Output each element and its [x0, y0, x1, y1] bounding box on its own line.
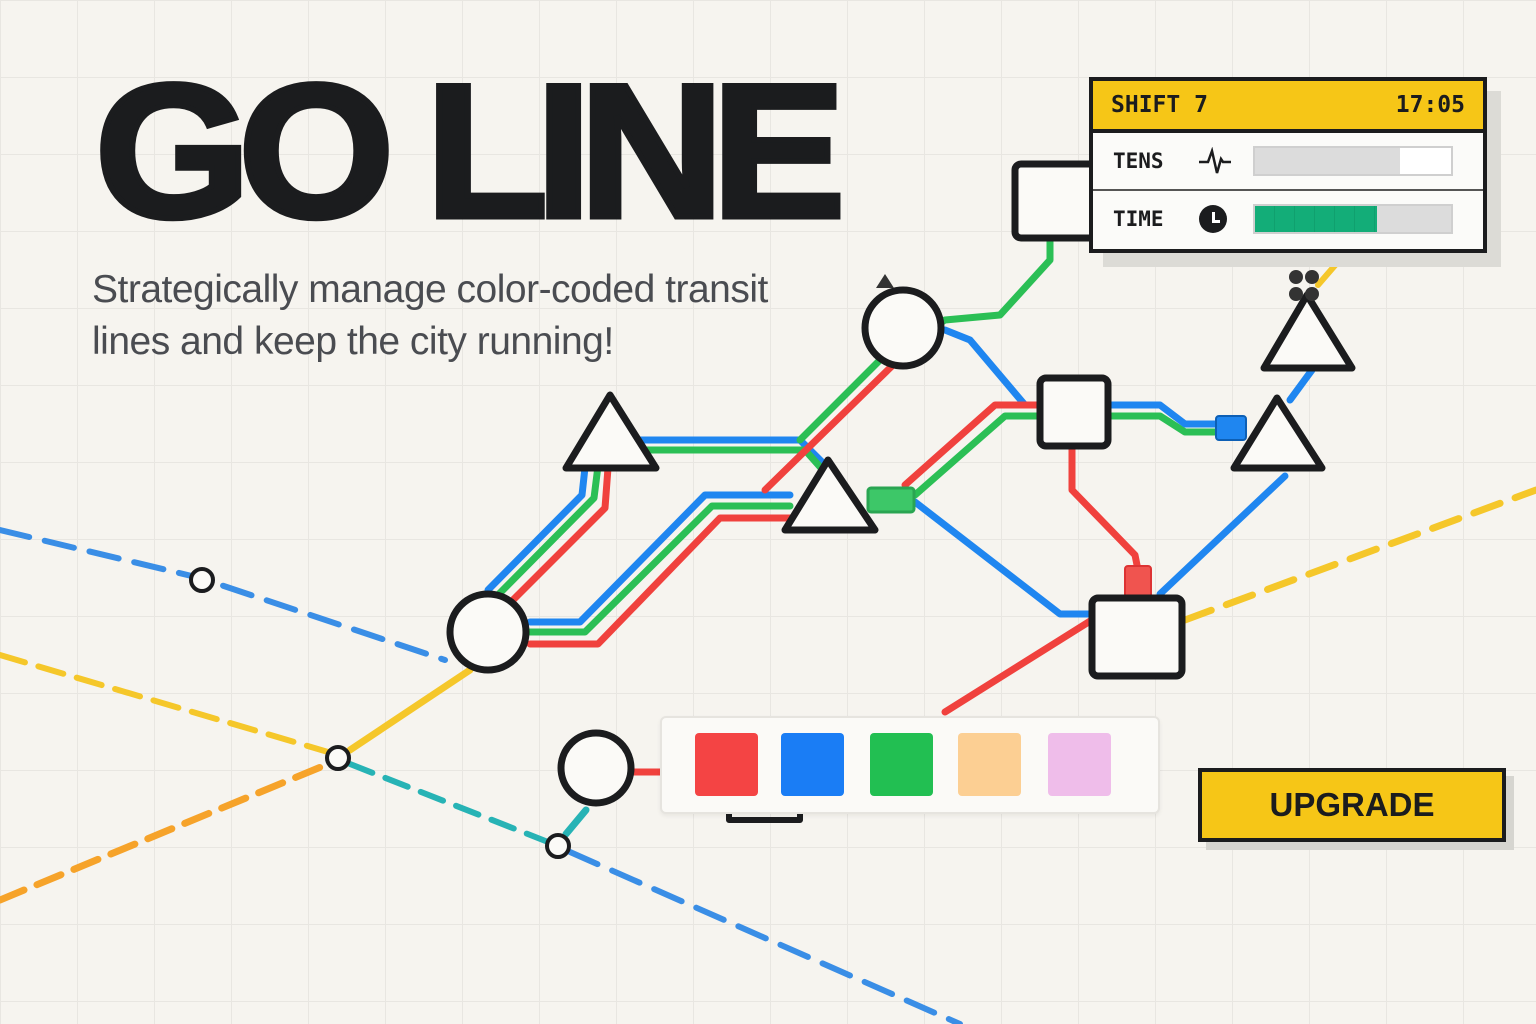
train-blue[interactable]	[1215, 415, 1247, 441]
yellow-dashed-line	[0, 652, 331, 755]
swatch-blue[interactable]	[781, 733, 844, 796]
tension-bar	[1253, 146, 1453, 176]
red-line-2	[526, 514, 794, 648]
station-square[interactable]	[1011, 160, 1099, 242]
orange-dashed-line	[0, 760, 332, 904]
station-square[interactable]	[1088, 594, 1186, 680]
passenger-icon	[1289, 287, 1303, 301]
passenger-triangle-icon	[876, 274, 894, 288]
tension-bar-fill	[1255, 148, 1401, 174]
station-circle[interactable]	[861, 286, 945, 370]
line-color-palette	[660, 716, 1160, 814]
green-line-4	[911, 412, 1229, 499]
time-row: TIME	[1093, 189, 1483, 247]
blue-dashed-line-lower	[567, 849, 963, 1024]
blue-line-3	[941, 326, 1044, 409]
green-line-2	[526, 502, 794, 636]
teal-dashed-line	[347, 761, 551, 845]
stop-small[interactable]	[325, 745, 351, 771]
train-red[interactable]	[1124, 565, 1152, 599]
station-circle[interactable]	[557, 729, 635, 807]
passenger-icon	[1305, 270, 1319, 284]
upgrade-button[interactable]: UPGRADE	[1198, 768, 1506, 842]
blue-line-2	[526, 491, 794, 626]
time-bar	[1253, 204, 1453, 234]
teal-line	[562, 806, 590, 838]
swatch-orange-locked[interactable]	[958, 733, 1021, 796]
tension-row: TENS	[1093, 133, 1483, 189]
station-triangle[interactable]	[781, 456, 879, 534]
hud-header: SHIFT 7 17:05	[1093, 81, 1483, 133]
clock-readout: 17:05	[1395, 92, 1465, 118]
stop-small[interactable]	[189, 567, 215, 593]
red-line-6	[941, 614, 1099, 716]
stop-small[interactable]	[545, 833, 571, 859]
red-line	[501, 464, 612, 612]
heartbeat-icon	[1199, 147, 1253, 175]
passenger-icon	[1289, 270, 1303, 284]
station-square[interactable]	[1036, 374, 1112, 450]
station-triangle[interactable]	[1260, 291, 1356, 372]
tension-label: TENS	[1113, 149, 1164, 173]
green-line-3	[796, 232, 1054, 444]
blue-line-5	[911, 498, 1099, 618]
yellow-dashed-line-right	[1181, 486, 1536, 624]
station-triangle[interactable]	[1230, 394, 1326, 472]
clock-icon	[1199, 205, 1227, 233]
time-bar-fill	[1255, 206, 1377, 232]
swatch-green[interactable]	[870, 733, 933, 796]
red-line-5	[1068, 444, 1142, 574]
blue-dashed-line	[0, 527, 448, 663]
station-circle[interactable]	[446, 590, 530, 674]
swatch-pink-locked[interactable]	[1048, 733, 1111, 796]
blue-line-6	[1156, 472, 1289, 598]
red-line-3	[761, 361, 897, 494]
status-hud: SHIFT 7 17:05 TENS TIME	[1089, 77, 1487, 253]
train-green[interactable]	[866, 486, 916, 514]
blue-line-7	[1286, 366, 1316, 404]
yellow-line	[346, 666, 474, 754]
shift-label: SHIFT 7	[1111, 92, 1208, 118]
yellow-line-top	[1315, 245, 1353, 288]
station-triangle[interactable]	[562, 391, 660, 472]
red-line-4	[901, 401, 1044, 489]
blue-line-4	[1106, 401, 1229, 428]
time-label: TIME	[1113, 207, 1164, 231]
passenger-icon	[1305, 287, 1319, 301]
swatch-red[interactable]	[695, 733, 758, 796]
game-title: GO LINE	[92, 45, 848, 258]
tagline: Strategically manage color-coded transit…	[92, 268, 768, 363]
